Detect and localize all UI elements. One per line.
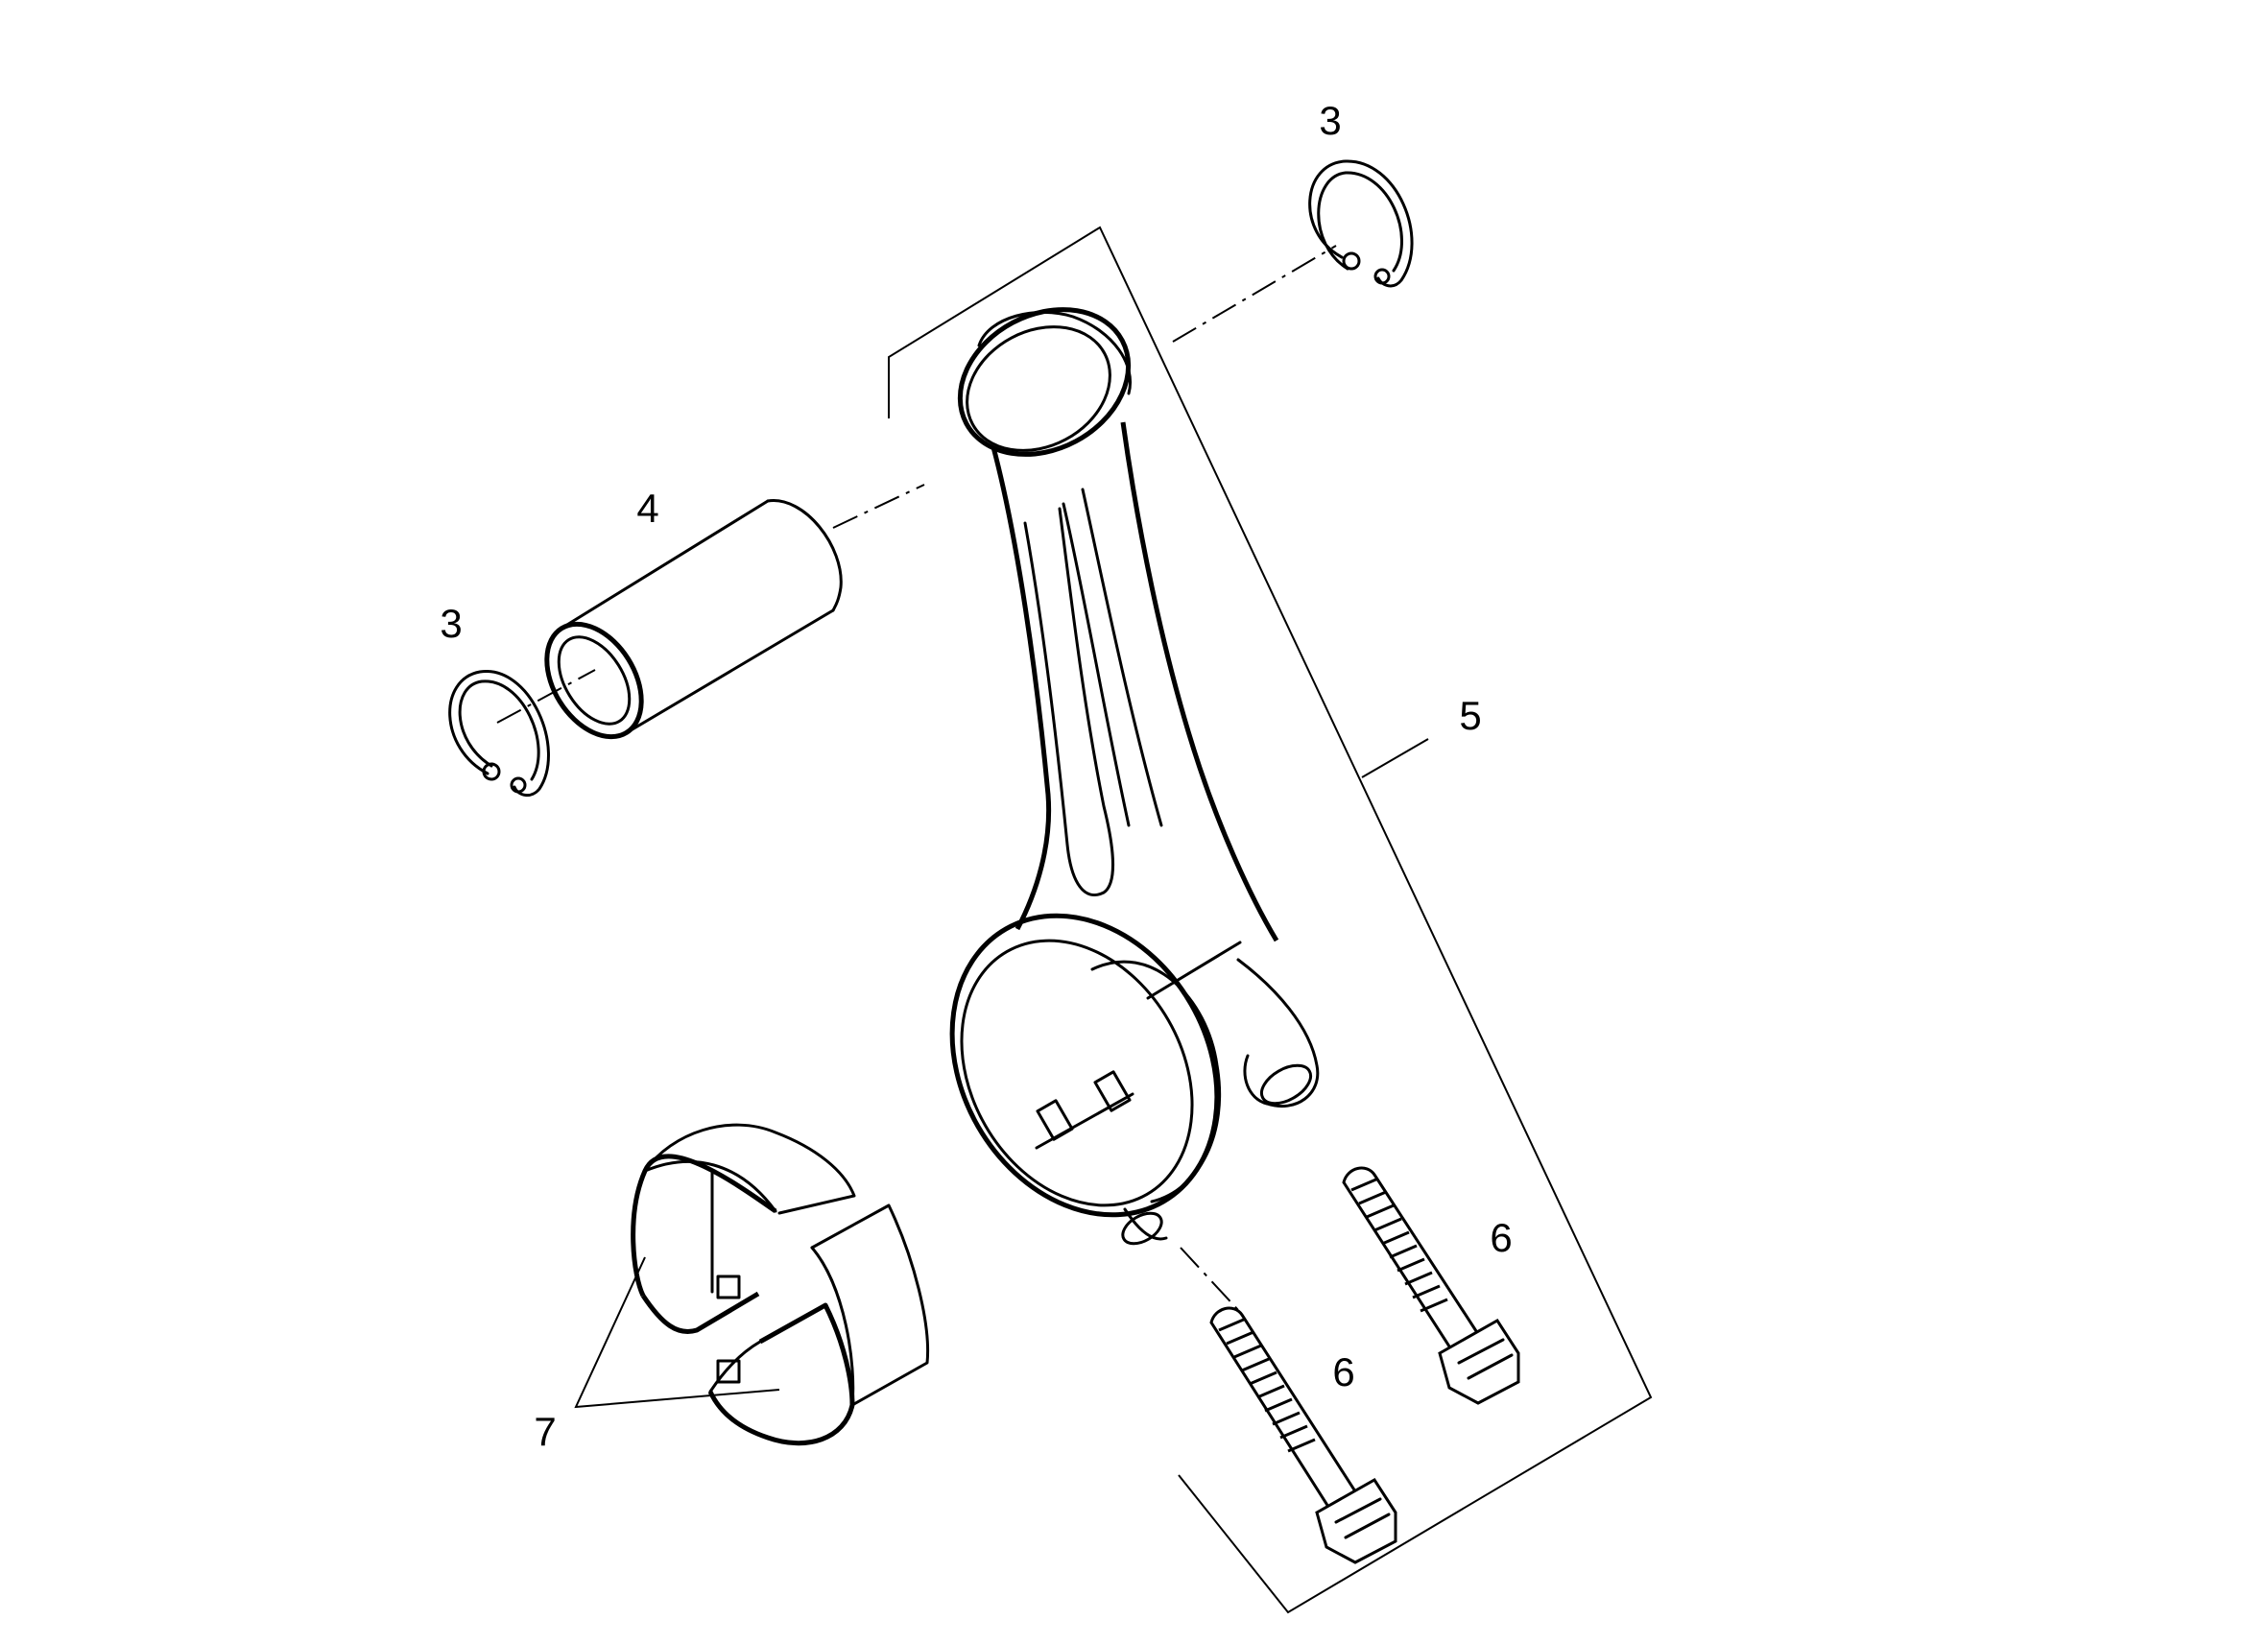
callout-bolt-left: 6 — [1332, 1349, 1355, 1394]
bolt-right — [1342, 1166, 1520, 1405]
circlip-left — [448, 670, 550, 797]
callout-piston-pin: 4 — [636, 486, 659, 531]
piston-pin — [544, 499, 843, 740]
circlip-top — [1308, 159, 1414, 288]
connecting-rod — [949, 307, 1320, 1246]
callout-circlip-top: 3 — [1319, 98, 1342, 143]
bearing-shells — [574, 1123, 930, 1446]
assembly-bracket — [888, 226, 1653, 1614]
callout-circlip-left: 3 — [440, 601, 463, 646]
center-lines — [496, 245, 1337, 1311]
callout-bolt-right: 6 — [1490, 1215, 1513, 1260]
bolt-left — [1209, 1306, 1397, 1564]
callout-bearing-shells: 7 — [534, 1409, 557, 1454]
callout-connecting-rod: 5 — [1459, 693, 1482, 738]
